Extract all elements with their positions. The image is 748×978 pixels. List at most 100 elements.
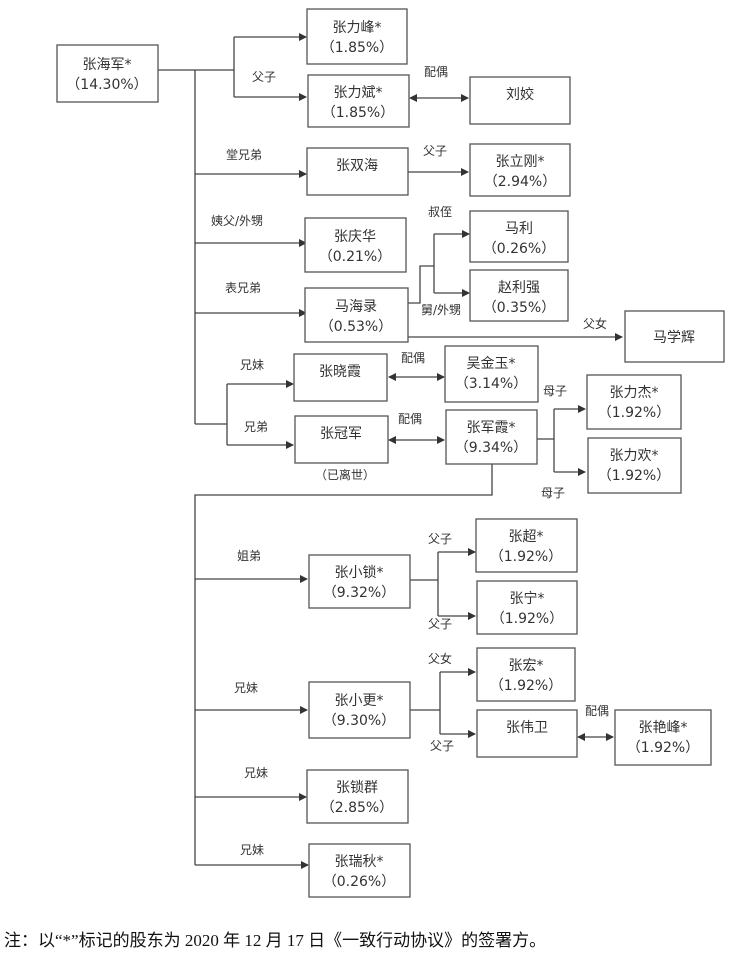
- relationship-labels: 父子 配偶 堂兄弟 父子 姨父/外甥 叔侄 舅/外甥 表兄弟 父女 兄妹 配偶 …: [211, 65, 609, 857]
- node-name: 赵利强: [498, 280, 540, 296]
- node-share: （9.30%）: [323, 713, 395, 729]
- node-name: 张伟卫: [506, 720, 548, 736]
- node-share: （1.92%）: [627, 740, 699, 756]
- node-zhang-xiaoxia: 张晓霞: [293, 353, 388, 402]
- node-name: 张力峰*: [333, 20, 382, 36]
- node-zhang-libin: 张力斌* （1.85%）: [307, 74, 410, 128]
- relation-label: 父子: [423, 144, 447, 158]
- node-ma-hailu: 马海录 （0.53%）: [304, 287, 409, 343]
- node-name: 张小更*: [335, 693, 384, 709]
- node-share: （0.53%）: [320, 319, 392, 335]
- node-share: （14.30%）: [66, 77, 147, 93]
- node-zhang-weiwei: 张伟卫: [476, 709, 578, 758]
- connectors: [158, 33, 623, 869]
- relation-label: 母子: [543, 384, 567, 398]
- node-zhang-shuanghai: 张双海: [306, 147, 409, 196]
- node-zhao-liqiang: 赵利强 （0.35%）: [469, 269, 569, 322]
- node-share: （1.92%）: [598, 468, 670, 484]
- node-name: 张冠军: [320, 426, 362, 442]
- node-zhang-lihuan: 张力欢* （1.92%）: [587, 437, 682, 494]
- relation-label: 父子: [428, 532, 452, 546]
- node-zhang-ning: 张宁* （1.92%）: [476, 580, 578, 635]
- relation-label: 堂兄弟: [226, 148, 262, 162]
- node-name: 张宏*: [509, 658, 544, 674]
- node-name: 张立刚*: [496, 154, 545, 170]
- node-name: 张双海: [336, 158, 378, 174]
- relation-label: 兄弟: [244, 420, 268, 434]
- relation-label: 配偶: [398, 412, 422, 426]
- node-share: （1.92%）: [490, 549, 562, 565]
- node-zhang-lifeng: 张力峰* （1.85%）: [306, 8, 408, 65]
- relation-label: 姐弟: [237, 549, 261, 563]
- relation-label: 父子: [252, 70, 276, 84]
- node-share: （9.32%）: [323, 585, 395, 601]
- node-zhang-suoqun: 张锁群 （2.85%）: [306, 769, 409, 824]
- node-zhang-yanfeng: 张艳峰* （1.92%）: [614, 709, 712, 766]
- node-name: 张力欢*: [610, 448, 659, 464]
- node-share: （1.92%）: [598, 405, 670, 421]
- node-name: 马海录: [335, 299, 377, 315]
- relation-label: 配偶: [401, 351, 425, 365]
- node-share: （1.92%）: [490, 678, 562, 694]
- relation-label: 兄妹: [244, 766, 268, 780]
- node-share: （1.85%）: [321, 40, 393, 56]
- node-zhang-chao: 张超* （1.92%）: [475, 518, 578, 573]
- node-share: （1.92%）: [491, 611, 563, 627]
- node-name: 张瑞秋*: [335, 854, 384, 870]
- node-name: 张锁群: [336, 780, 378, 796]
- connector: [408, 265, 434, 304]
- node-name: 张超*: [509, 529, 544, 545]
- node-name: 张小锁*: [335, 565, 384, 581]
- node-zhang-hong: 张宏* （1.92%）: [476, 647, 576, 702]
- node-zhang-lijie: 张力杰* （1.92%）: [586, 374, 682, 430]
- node-wu-jinyu: 吴金玉* （3.14%）: [444, 345, 539, 403]
- node-share: （0.21%）: [319, 249, 391, 265]
- relation-label: 舅/外甥: [421, 303, 461, 317]
- node-name: 张晓霞: [319, 364, 361, 380]
- relation-label: 兄妹: [240, 358, 264, 372]
- node-zhang-xiaogeng: 张小更* （9.30%）: [308, 681, 411, 739]
- node-zhang-ruiqiu: 张瑞秋* （0.26%）: [308, 843, 411, 898]
- node-name: 张艳峰*: [639, 720, 688, 736]
- relation-label: 兄妹: [234, 681, 258, 695]
- node-zhang-ligang: 张立刚* （2.94%）: [469, 143, 571, 197]
- node-name: 张军霞*: [467, 420, 516, 436]
- node-name: 张海军*: [83, 57, 132, 73]
- relation-label: 配偶: [585, 704, 609, 718]
- node-share: （0.35%）: [483, 300, 555, 316]
- node-share: （0.26%）: [323, 874, 395, 890]
- relation-label: 父女: [428, 651, 452, 666]
- node-share: （3.14%）: [455, 376, 527, 392]
- node-name: 马学辉: [653, 330, 695, 346]
- relation-label: 父女: [583, 316, 607, 331]
- relation-label: 父子: [428, 617, 452, 631]
- node-name: 马利: [505, 221, 533, 237]
- node-name: 张力斌*: [334, 85, 383, 101]
- node-ma-li: 马利 （0.26%）: [469, 210, 569, 263]
- footnote: 注：以“*”标记的股东为 2020 年 12 月 17 日《一致行动协议》的签署…: [4, 931, 547, 950]
- node-zhang-haijun: 张海军* （14.30%）: [56, 44, 159, 103]
- node-liu-jiao: 刘姣: [469, 76, 571, 125]
- node-share: （0.26%）: [483, 241, 555, 257]
- node-share: （2.85%）: [321, 800, 393, 816]
- node-zhang-guanjun: 张冠军: [294, 415, 389, 464]
- relation-label: 姨父/外甥: [211, 214, 263, 228]
- relation-label: 父子: [430, 739, 454, 753]
- node-name: 刘姣: [506, 86, 534, 103]
- node-share: （2.94%）: [484, 174, 556, 190]
- connector: [194, 464, 493, 865]
- relation-label: 母子: [541, 486, 565, 500]
- node-share: （1.85%）: [322, 105, 394, 121]
- relation-label: 兄妹: [240, 843, 264, 857]
- node-name: 张庆华: [334, 229, 376, 245]
- node-ma-xuehui: 马学辉: [624, 310, 725, 363]
- node-name: 张力杰*: [610, 385, 659, 401]
- node-zhang-qinghua: 张庆华 （0.21%）: [304, 217, 407, 273]
- node-name: 张宁*: [510, 590, 545, 607]
- node-name: 吴金玉*: [467, 356, 516, 372]
- relation-label: 配偶: [424, 65, 448, 79]
- node-zhang-xiaosuo: 张小锁* （9.32%）: [308, 554, 411, 609]
- relation-label: 表兄弟: [225, 281, 261, 295]
- node-zhang-junxia: 张军霞* （9.34%）: [445, 409, 538, 465]
